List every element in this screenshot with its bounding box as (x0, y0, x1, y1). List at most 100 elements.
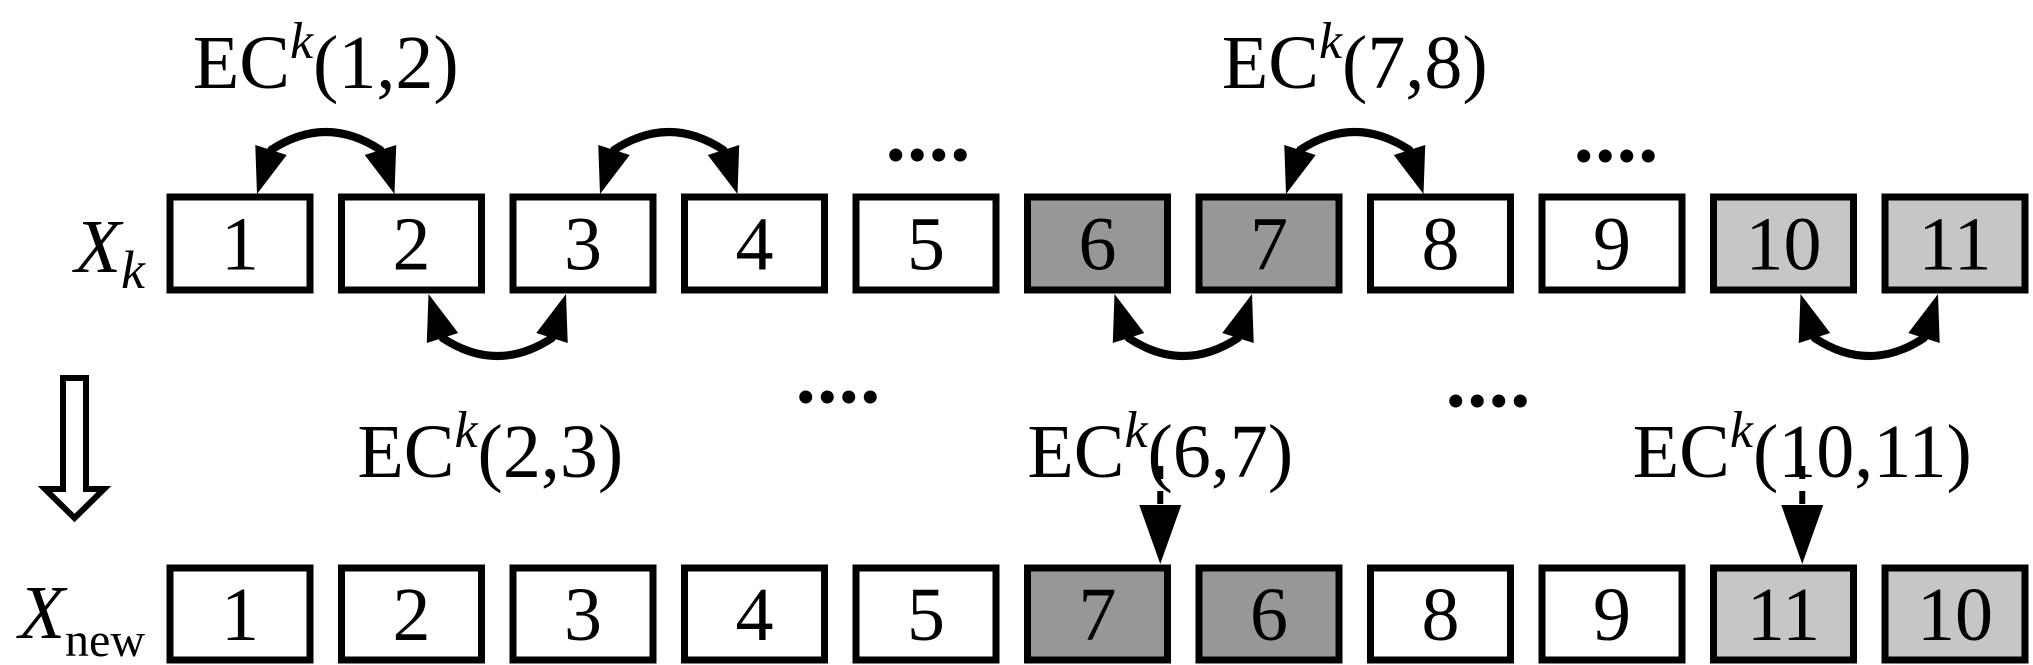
arrowhead-icon (1112, 294, 1145, 344)
sequence-cell: 10 (1710, 193, 1857, 294)
dot (889, 148, 903, 162)
cell-value: 4 (736, 203, 774, 287)
ellipsis-dots (799, 390, 877, 404)
cell-value: 6 (1079, 203, 1117, 287)
sequence-cell: 6 (1024, 193, 1171, 294)
cell-box (1538, 564, 1686, 664)
swap-operator-label: ECk(10,11) (1633, 402, 1972, 494)
cell-box (1367, 564, 1514, 664)
dot (932, 148, 946, 162)
ellipsis-dots (1577, 149, 1655, 163)
cell-value: 5 (907, 573, 945, 657)
swap-operator-label: ECk(6,7) (1027, 402, 1293, 494)
sequence-cell: 7 (1024, 564, 1171, 664)
swap-arc-below: ECk(2,3) (357, 294, 623, 494)
cell-value: 3 (564, 203, 602, 287)
cell-value: 1 (221, 573, 259, 657)
dot (1598, 149, 1612, 163)
sequence-cell: 2 (338, 193, 485, 294)
sequence-cell: 3 (509, 193, 657, 294)
cell-box (509, 564, 657, 664)
sequence-cell: 8 (1367, 564, 1514, 664)
cell-value: 9 (1593, 573, 1631, 657)
dashed-placement-arrow (1781, 466, 1824, 564)
dot (842, 390, 856, 404)
cell-box (338, 193, 485, 294)
cell-value: 10 (1746, 203, 1822, 287)
dot (863, 390, 877, 404)
arrowhead-icon (1139, 505, 1182, 564)
swap-arc-path (610, 128, 728, 154)
sequence-cell: 8 (1367, 193, 1514, 294)
cell-box (1710, 193, 1857, 294)
cell-box (166, 193, 314, 294)
arrowhead-icon (707, 144, 740, 194)
cell-value: 9 (1593, 203, 1631, 287)
arrowhead-icon (364, 144, 397, 194)
cell-value: 11 (1918, 203, 1991, 287)
arrowhead-icon (1393, 144, 1426, 194)
cell-value: 11 (1747, 573, 1820, 657)
arrowhead-icon (1908, 294, 1940, 344)
transform-arrow-icon (37, 375, 112, 523)
cell-box (1538, 193, 1686, 294)
cell-box (1195, 564, 1343, 664)
cell-box (509, 193, 657, 294)
swap-arc-path (1124, 334, 1242, 360)
cell-box (852, 193, 1000, 294)
cell-box (1024, 193, 1171, 294)
swap-operator-label: ECk(1,2) (193, 13, 459, 105)
swap-arc-path (267, 128, 385, 154)
cell-box (338, 564, 485, 664)
sequence-cell: 1 (166, 193, 314, 294)
sequence-cell: 9 (1538, 193, 1686, 294)
arrowhead-icon (1222, 294, 1254, 344)
sequence-cell: 5 (852, 564, 1000, 664)
cell-box (1881, 564, 2029, 664)
cell-box (1024, 564, 1171, 664)
sequence-cell: 4 (681, 193, 828, 294)
cell-box (1367, 193, 1514, 294)
sequence-cell: 9 (1538, 564, 1686, 664)
dot (910, 148, 924, 162)
dot (1577, 149, 1591, 163)
sequence-cell: 1 (166, 564, 314, 664)
swap-arc-path (1810, 334, 1928, 360)
swap-operator-label: ECk(2,3) (357, 402, 623, 494)
arrowhead-icon (1798, 294, 1831, 344)
dashed-placement-arrow (1139, 466, 1182, 564)
cell-value: 2 (393, 203, 431, 287)
arrowhead-icon (598, 144, 630, 194)
dot (1513, 394, 1527, 408)
dot (820, 390, 834, 404)
swap-arc-above (598, 128, 740, 194)
sequence-cell: 6 (1195, 564, 1343, 664)
cell-box (166, 564, 314, 664)
cell-value: 6 (1250, 573, 1288, 657)
ellipsis-dots (889, 148, 967, 162)
arrowhead-icon (1284, 144, 1316, 194)
cell-value: 10 (1917, 573, 1993, 657)
dot (1449, 394, 1463, 408)
dot (1641, 149, 1655, 163)
cell-value: 7 (1250, 203, 1288, 287)
arrowhead-icon (536, 294, 568, 344)
arrowhead-icon (255, 144, 287, 194)
sequence-cell: 7 (1195, 193, 1343, 294)
cell-box (1195, 193, 1343, 294)
cell-box (1710, 564, 1857, 664)
dot (953, 148, 967, 162)
swap-arc-above: ECk(1,2) (193, 13, 459, 194)
dot (1492, 394, 1506, 408)
dot (799, 390, 813, 404)
swap-arc-path (1296, 128, 1414, 154)
cell-value: 8 (1422, 203, 1460, 287)
sequence-cell: 2 (338, 564, 485, 664)
cell-value: 3 (564, 573, 602, 657)
arrowhead-icon (1781, 505, 1824, 564)
swap-arc-below: ECk(6,7) (1027, 294, 1293, 564)
